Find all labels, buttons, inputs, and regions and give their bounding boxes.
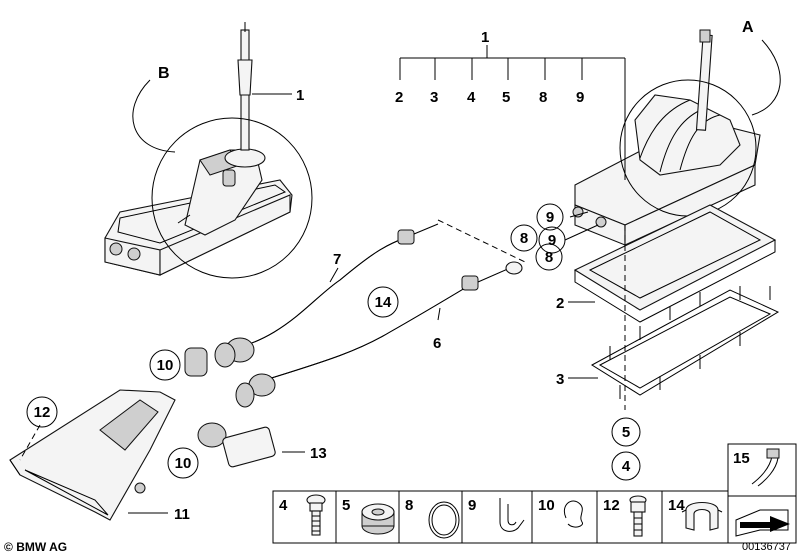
brand-text: BMW AG (16, 540, 68, 554)
callout-3-side: 3 (556, 371, 564, 388)
legend-num-12: 12 (603, 497, 620, 514)
grommet-icon (361, 503, 395, 535)
callout-8a-text: 8 (520, 230, 528, 247)
o-ring-icon (428, 501, 460, 539)
legend-num-5: 5 (342, 497, 350, 514)
parts-legend: 4 5 8 9 10 12 14 15 (272, 443, 797, 544)
gasket-part-3 (591, 286, 780, 399)
cable-bushings (184, 337, 276, 468)
bracket-part-11 (9, 389, 176, 521)
legend-cell-9 (461, 490, 533, 544)
cable-holder-icon (681, 501, 723, 531)
legend-cell-10 (531, 490, 598, 544)
legend-cell-15 (727, 443, 797, 497)
callout-9a-text: 9 (546, 209, 554, 226)
circled-callout-9b: 9 (538, 226, 566, 254)
bolt-icon (629, 495, 647, 537)
callout-1-top: 1 (481, 29, 489, 46)
callout-3: 3 (430, 89, 438, 106)
cable-part-6 (264, 261, 523, 381)
callout-10a-text: 10 (157, 357, 174, 374)
callout-9: 9 (576, 89, 584, 106)
legend-num-15: 15 (733, 450, 750, 467)
circled-callout-4-bottom: 4 (611, 451, 641, 481)
wire-clip-icon (564, 500, 584, 528)
cable-strap-icon (751, 448, 780, 487)
callout-13: 13 (310, 445, 327, 462)
circled-callout-9a: 9 (536, 203, 564, 231)
callout-12-text: 12 (34, 404, 51, 421)
spring-clip-icon (499, 498, 525, 532)
callout-9b-text: 9 (548, 232, 556, 249)
callout-8: 8 (539, 89, 547, 106)
callout-7: 7 (333, 251, 341, 268)
callout-2-side: 2 (556, 295, 564, 312)
legend-num-4: 4 (279, 497, 288, 514)
document-number: 00136737 (742, 541, 791, 553)
shifter-assembly-left (104, 22, 313, 279)
callout-4: 4 (467, 89, 476, 106)
callout-2: 2 (395, 89, 403, 106)
legend-cell-8 (398, 490, 463, 544)
circled-callout-10a: 10 (149, 349, 181, 381)
shifter-assembly-right (572, 29, 781, 246)
callout-5: 5 (502, 89, 510, 106)
circled-callout-5-bottom: 5 (611, 417, 641, 447)
gasket-part-2 (573, 204, 777, 323)
legend-num-14: 14 (668, 497, 685, 514)
callout-1-left: 1 (296, 87, 304, 104)
circled-callout-8b: 8 (535, 243, 563, 271)
callout-6: 6 (433, 335, 441, 352)
copyright-icon: © (4, 540, 13, 554)
legend-num-9: 9 (468, 497, 476, 514)
screw-icon (306, 494, 326, 536)
legend-num-8: 8 (405, 497, 413, 514)
circled-callout-8a: 8 (510, 224, 538, 252)
callout-10b-text: 10 (175, 455, 192, 472)
callout-5-bottom-text: 5 (622, 424, 630, 441)
direction-arrow-icon (735, 509, 790, 537)
callout-14-text: 14 (375, 294, 392, 311)
callout-8b-text: 8 (545, 249, 553, 266)
callout-4-bottom-text: 4 (622, 458, 631, 475)
brand-mark: © BMW AG (4, 540, 67, 554)
callout-11: 11 (174, 506, 190, 523)
cable-part-7 (214, 219, 526, 353)
circled-callout-10b: 10 (167, 447, 199, 479)
detail-label-a: A (742, 19, 754, 36)
legend-num-10: 10 (538, 497, 555, 514)
leader-lines (19, 45, 626, 514)
detail-label-b: B (158, 65, 170, 82)
circled-callout-12: 12 (26, 396, 58, 428)
circled-callout-14: 14 (367, 286, 399, 318)
